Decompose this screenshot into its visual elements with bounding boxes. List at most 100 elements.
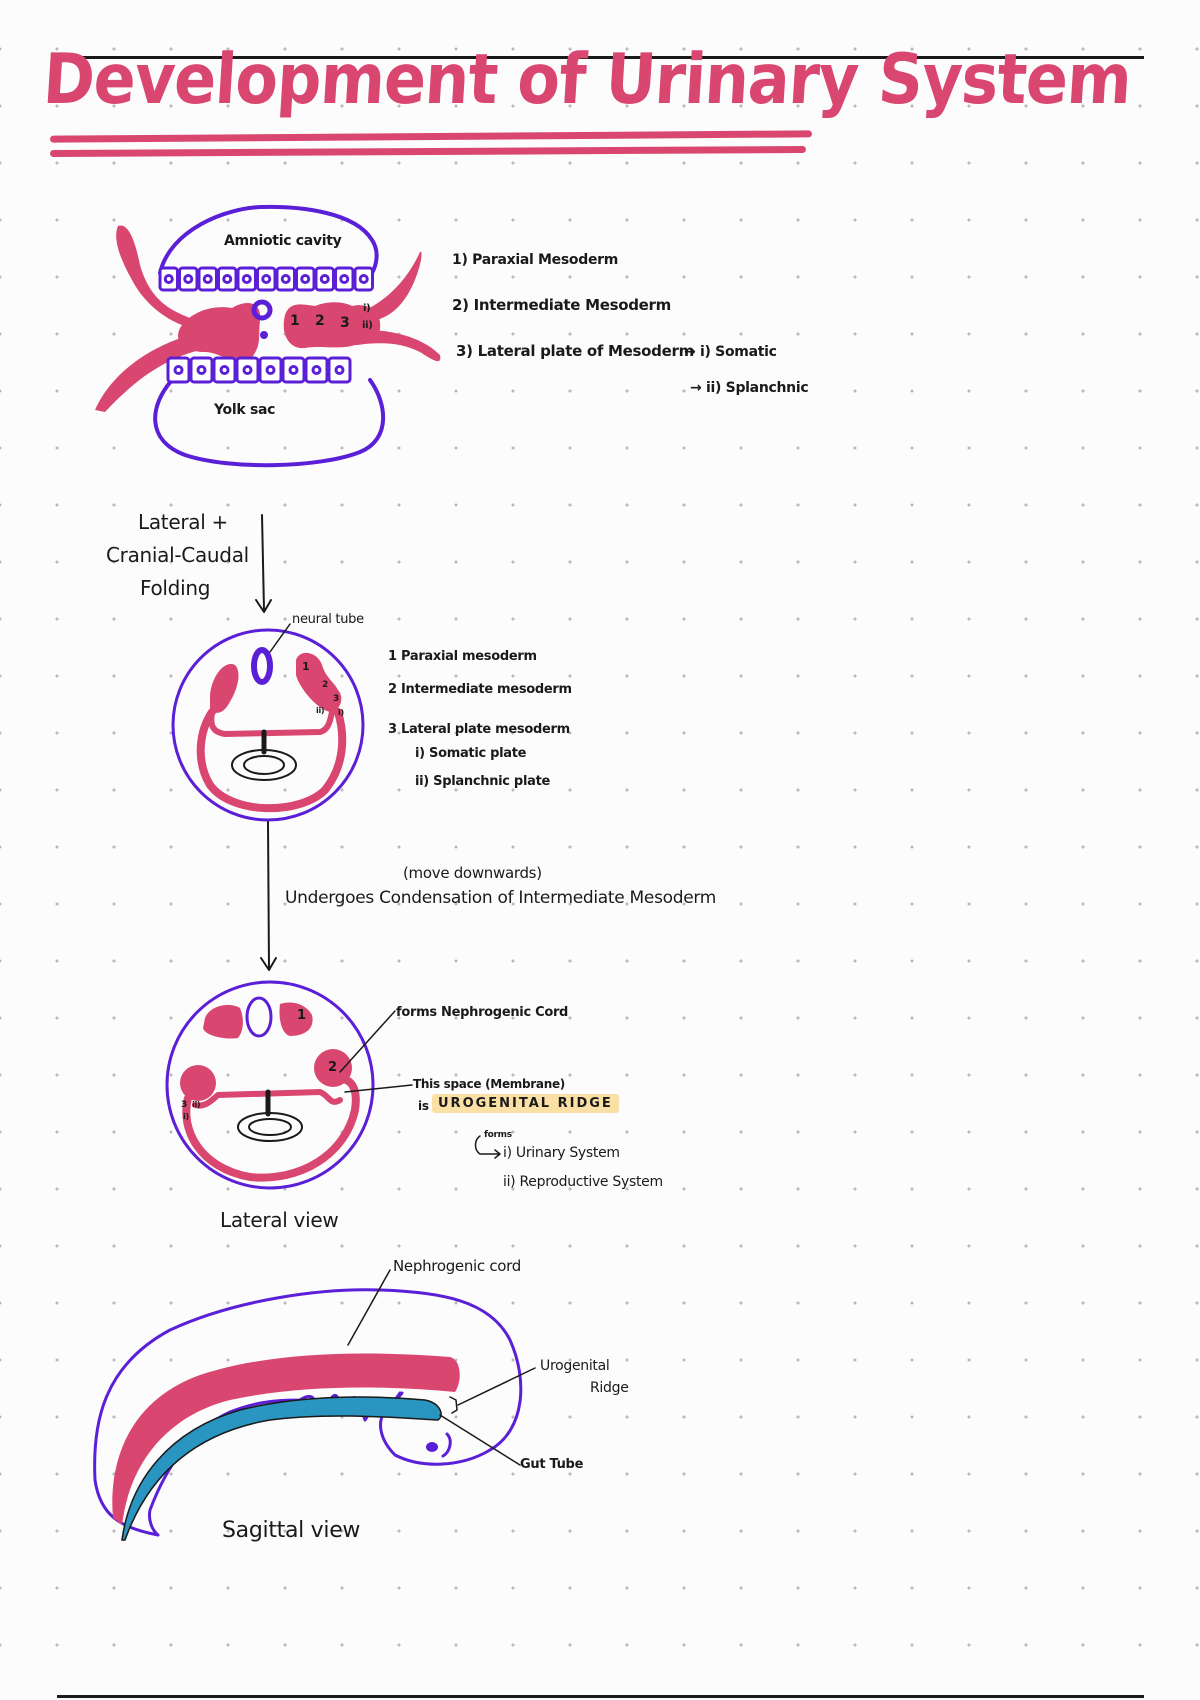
d2-number-3: 3 xyxy=(333,694,339,704)
endoderm-cell-row xyxy=(166,356,352,384)
ectoderm-nucleus xyxy=(261,274,272,284)
legend-intermediate-mesoderm: 2) Intermediate Mesoderm xyxy=(452,296,671,314)
endoderm-cell xyxy=(281,356,306,384)
endoderm-cell xyxy=(212,356,237,384)
ectoderm-nucleus xyxy=(280,274,291,284)
top-page-rule xyxy=(57,56,1144,59)
neural-tube xyxy=(251,647,273,685)
legend-paraxial-mesoderm: 1) Paraxial Mesoderm xyxy=(452,252,619,268)
endoderm-cell xyxy=(189,356,214,384)
embryo-outline xyxy=(171,628,365,822)
ectoderm-cell xyxy=(178,266,199,292)
gut-inner-3 xyxy=(248,1118,292,1136)
condensation-text: Undergoes Condensation of Intermediate M… xyxy=(285,888,717,908)
d2-number-1: 1 xyxy=(302,660,310,673)
endoderm-cell xyxy=(166,356,191,384)
embryo-eye xyxy=(426,1442,438,1452)
forms-reproductive-system: ii) Reproductive System xyxy=(503,1174,663,1190)
this-space-membrane-label: This space (Membrane) xyxy=(413,1077,565,1091)
endoderm-cell xyxy=(258,356,283,384)
embryo-ear xyxy=(441,1432,452,1458)
ectoderm-cell xyxy=(295,266,316,292)
yolk-sac-label: Yolk sac xyxy=(214,402,276,418)
amniotic-cavity-label: Amniotic cavity xyxy=(224,233,342,249)
mesoderm-number-3: 3 xyxy=(340,315,350,331)
is-label: is xyxy=(418,1099,429,1113)
left-paraxial-3 xyxy=(203,1005,243,1039)
embryo-outline-3 xyxy=(165,980,375,1190)
d3-number-2: 2 xyxy=(328,1060,337,1075)
left-mesoderm-blob xyxy=(178,303,261,363)
gut-outer-3 xyxy=(237,1112,303,1142)
ectoderm-cell xyxy=(236,266,257,292)
urogenital-label-line1: Urogenital xyxy=(540,1358,610,1374)
folding-arrow xyxy=(255,514,272,613)
endoderm-nucleus xyxy=(242,365,253,375)
ectoderm-nucleus xyxy=(202,274,213,284)
somatic-loop xyxy=(196,708,347,813)
d3-sub-ii: ii) xyxy=(192,1100,201,1109)
trilaminar-disc-diagram xyxy=(95,204,441,468)
endoderm-nucleus xyxy=(196,365,207,375)
d3-number-3: 3 xyxy=(181,1100,187,1110)
membrane-leader xyxy=(344,1084,413,1093)
neural-tube-label: neural tube xyxy=(292,612,364,627)
bottom-page-rule xyxy=(57,1695,1144,1698)
lateral-view-caption: Lateral view xyxy=(220,1208,339,1232)
d2-legend-lateral: 3 Lateral plate mesoderm xyxy=(388,722,570,737)
forms-urinary-system: i) Urinary System xyxy=(503,1145,620,1161)
endoderm-cell xyxy=(304,356,329,384)
endoderm-nucleus xyxy=(334,365,345,375)
right-upper-wing xyxy=(360,251,422,323)
ectoderm-nucleus xyxy=(241,274,252,284)
ectoderm-nucleus xyxy=(222,274,233,284)
endoderm-nucleus xyxy=(265,365,276,375)
d2-sub-i: i) xyxy=(338,708,344,717)
sub-label-i: i) xyxy=(363,303,371,314)
ectoderm-nucleus xyxy=(339,274,350,284)
forms-label: forms xyxy=(484,1130,512,1140)
endoderm-nucleus xyxy=(288,365,299,375)
d3-sub-i: i) xyxy=(183,1112,189,1121)
gut-outer xyxy=(231,749,297,781)
folding-label-line1: Lateral + xyxy=(138,510,228,534)
lateral-plate-outer xyxy=(182,1076,360,1182)
gut-inner xyxy=(243,755,285,775)
nephrogenic-cord-leader xyxy=(347,1269,391,1346)
ectoderm-cell xyxy=(256,266,277,292)
notochord-dot xyxy=(260,331,268,339)
move-downwards-note: (move downwards) xyxy=(403,864,542,882)
lateral-view-cross-section xyxy=(165,980,501,1190)
neural-tube-3 xyxy=(245,996,273,1038)
sagittal-view-diagram xyxy=(93,1269,536,1541)
left-paraxial-blob xyxy=(210,664,239,713)
splanchnic-bridge xyxy=(208,709,335,737)
d2-sub-ii: ii) xyxy=(316,706,325,715)
mesoderm-number-2: 2 xyxy=(315,313,325,329)
endoderm-nucleus xyxy=(311,365,322,375)
right-paraxial-3 xyxy=(279,1002,313,1036)
mesoderm-number-1: 1 xyxy=(290,313,300,329)
branch-somatic: → i) Somatic xyxy=(684,344,777,360)
ectoderm-cell xyxy=(334,266,355,292)
legend-lateral-plate: 3) Lateral plate of Mesoderm xyxy=(456,342,694,360)
ectoderm-cell xyxy=(158,266,179,292)
d2-legend-intermediate: 2 Intermediate mesoderm xyxy=(388,682,572,697)
endoderm-cell xyxy=(327,356,352,384)
ectoderm-cell xyxy=(353,266,374,292)
sub-label-ii: ii) xyxy=(362,320,373,331)
left-lateral-blob xyxy=(180,1065,216,1101)
endoderm-cell xyxy=(235,356,260,384)
forms-hook-arrow xyxy=(474,1135,501,1159)
gut-tube xyxy=(121,1396,442,1541)
nephrogenic-leader xyxy=(339,1010,396,1073)
ectoderm-cell xyxy=(217,266,238,292)
d2-legend-paraxial: 1 Paraxial mesoderm xyxy=(388,649,537,664)
ectoderm-cell xyxy=(314,266,335,292)
ectoderm-nucleus xyxy=(319,274,330,284)
urogenital-label-line2: Ridge xyxy=(590,1380,629,1396)
condensation-arrow xyxy=(260,821,277,971)
gut-tube-label: Gut Tube xyxy=(520,1457,584,1472)
d2-legend-somatic: i) Somatic plate xyxy=(415,746,527,761)
